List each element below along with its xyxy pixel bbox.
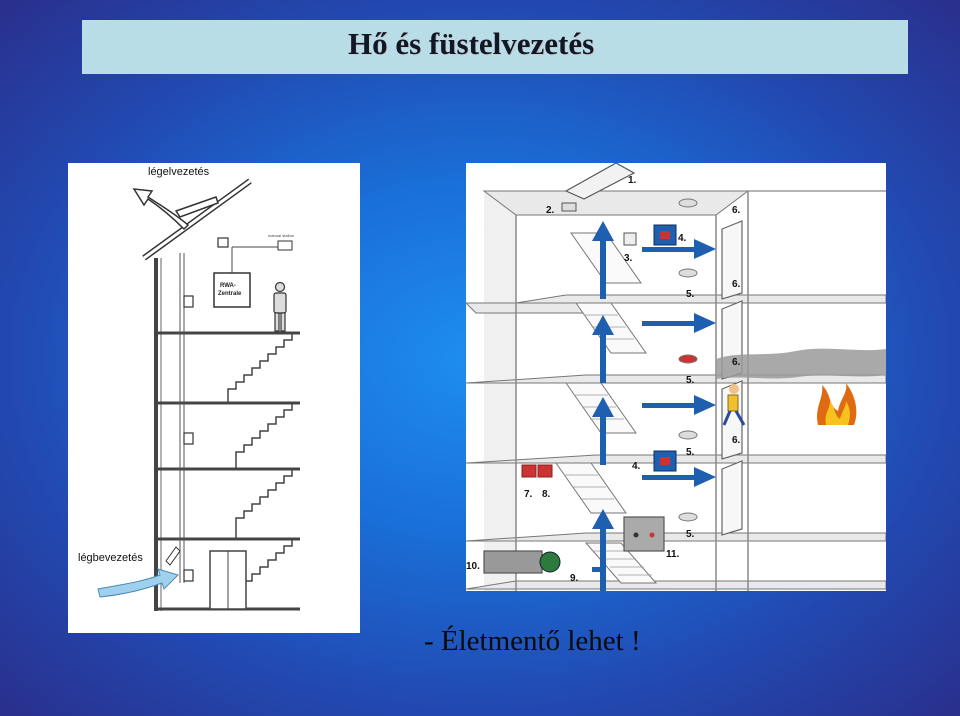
person-icon	[722, 384, 746, 426]
fan-unit	[483, 550, 543, 574]
label-6-b: 6.	[732, 279, 741, 290]
label-4-bottom: 4.	[632, 461, 641, 472]
label-6-c: 6.	[732, 357, 741, 368]
smoke-vent-building-diagram: légelvezetés	[68, 163, 360, 633]
fire-icon	[817, 383, 857, 425]
label-10: 10.	[466, 561, 480, 572]
stairwell-system-diagram: 1. 2. 3. 4. 4. 5. 5. 5. 5. 6. 6. 6. 6. 7…	[466, 163, 886, 591]
label-9: 9.	[570, 573, 579, 584]
intake-arrow-icon	[97, 568, 179, 598]
control-unit	[213, 272, 251, 308]
airflow-right-arrows	[592, 239, 716, 572]
label-1: 1.	[628, 175, 637, 186]
exhaust-arrow-icon	[132, 188, 190, 231]
label-8: 8.	[542, 489, 551, 500]
label-11: 11.	[666, 549, 680, 560]
label-7: 7.	[524, 489, 533, 500]
label-5-c: 5.	[686, 447, 695, 458]
label-5-a: 5.	[686, 289, 695, 300]
slide-title: Hő és füstelvezetés	[348, 26, 595, 61]
title-bar	[82, 20, 908, 74]
person-icon	[273, 281, 287, 332]
smoke-cloud	[716, 348, 886, 379]
label-5-d: 5.	[686, 529, 695, 540]
label-4-top: 4.	[678, 233, 687, 244]
label-3: 3.	[624, 253, 633, 264]
controller-label-1: RWA-	[220, 283, 236, 289]
exhaust-label: légelvezetés	[148, 166, 210, 178]
control-cabinet	[623, 516, 665, 552]
label-2: 2.	[546, 205, 555, 216]
slide-caption: - Életmentő lehet !	[424, 625, 641, 657]
smoke-detector-icons	[678, 198, 698, 522]
airflow-up-arrows	[592, 221, 614, 591]
controller-label-2: Zentrale	[218, 291, 242, 297]
label-5-b: 5.	[686, 375, 695, 386]
panel-tag: manual station	[268, 233, 294, 238]
label-6-d: 6.	[732, 435, 741, 446]
label-6-a: 6.	[732, 205, 741, 216]
intake-label: légbevezetés	[78, 552, 143, 564]
